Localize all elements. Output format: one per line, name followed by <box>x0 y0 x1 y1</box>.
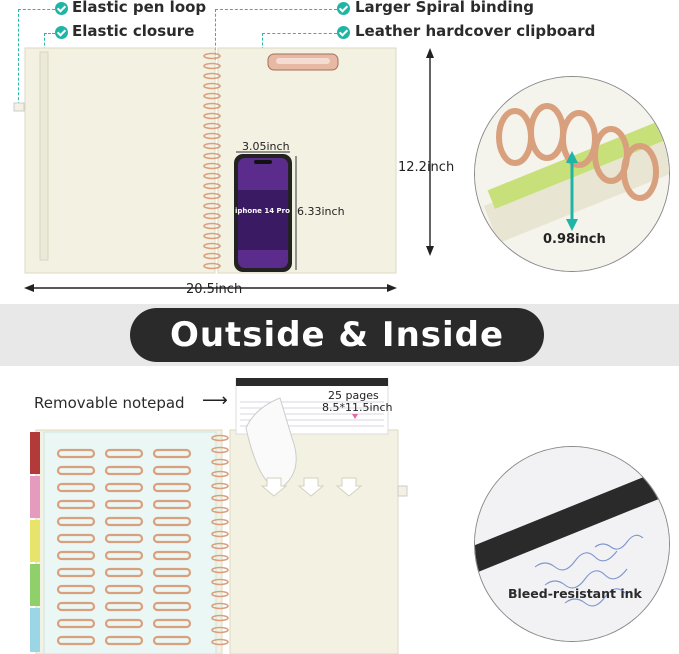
arrow-right-icon: ⟶ <box>202 390 228 411</box>
ink-label: Bleed-resistant ink <box>508 586 642 601</box>
phone-height-label: 6.33inch <box>297 205 345 218</box>
ring-size-label: 0.98inch <box>543 232 606 247</box>
phone-model-label: iphone 14 Pro Max <box>235 207 291 215</box>
phone-width-label: 3.05inch <box>242 140 290 153</box>
check-icon <box>337 26 350 39</box>
notepad-pages-label: 25 pages <box>328 389 379 402</box>
notepad-size-label: 8.5*11.5inch <box>322 401 393 414</box>
leader-line <box>215 9 337 60</box>
ink-closeup <box>474 446 670 642</box>
callout-elastic-closure: Elastic closure <box>72 22 195 40</box>
binder-inside-illustration <box>30 378 408 654</box>
ring-closeup <box>474 76 670 272</box>
binder-width-label: 20.5inch <box>186 282 243 297</box>
section-title: Outside & Inside <box>130 308 544 362</box>
check-icon <box>55 26 68 39</box>
binder-open-illustration <box>13 47 434 292</box>
check-icon <box>337 2 350 15</box>
check-icon <box>55 2 68 15</box>
callout-leather-clipboard: Leather hardcover clipboard <box>355 22 596 40</box>
notepad-label: Removable notepad <box>34 394 185 412</box>
callout-spiral-binding: Larger Spiral binding <box>355 0 535 16</box>
binder-height-label: 12.2inch <box>398 160 455 175</box>
leader-line <box>18 9 55 110</box>
callout-elastic-pen-loop: Elastic pen loop <box>72 0 207 16</box>
